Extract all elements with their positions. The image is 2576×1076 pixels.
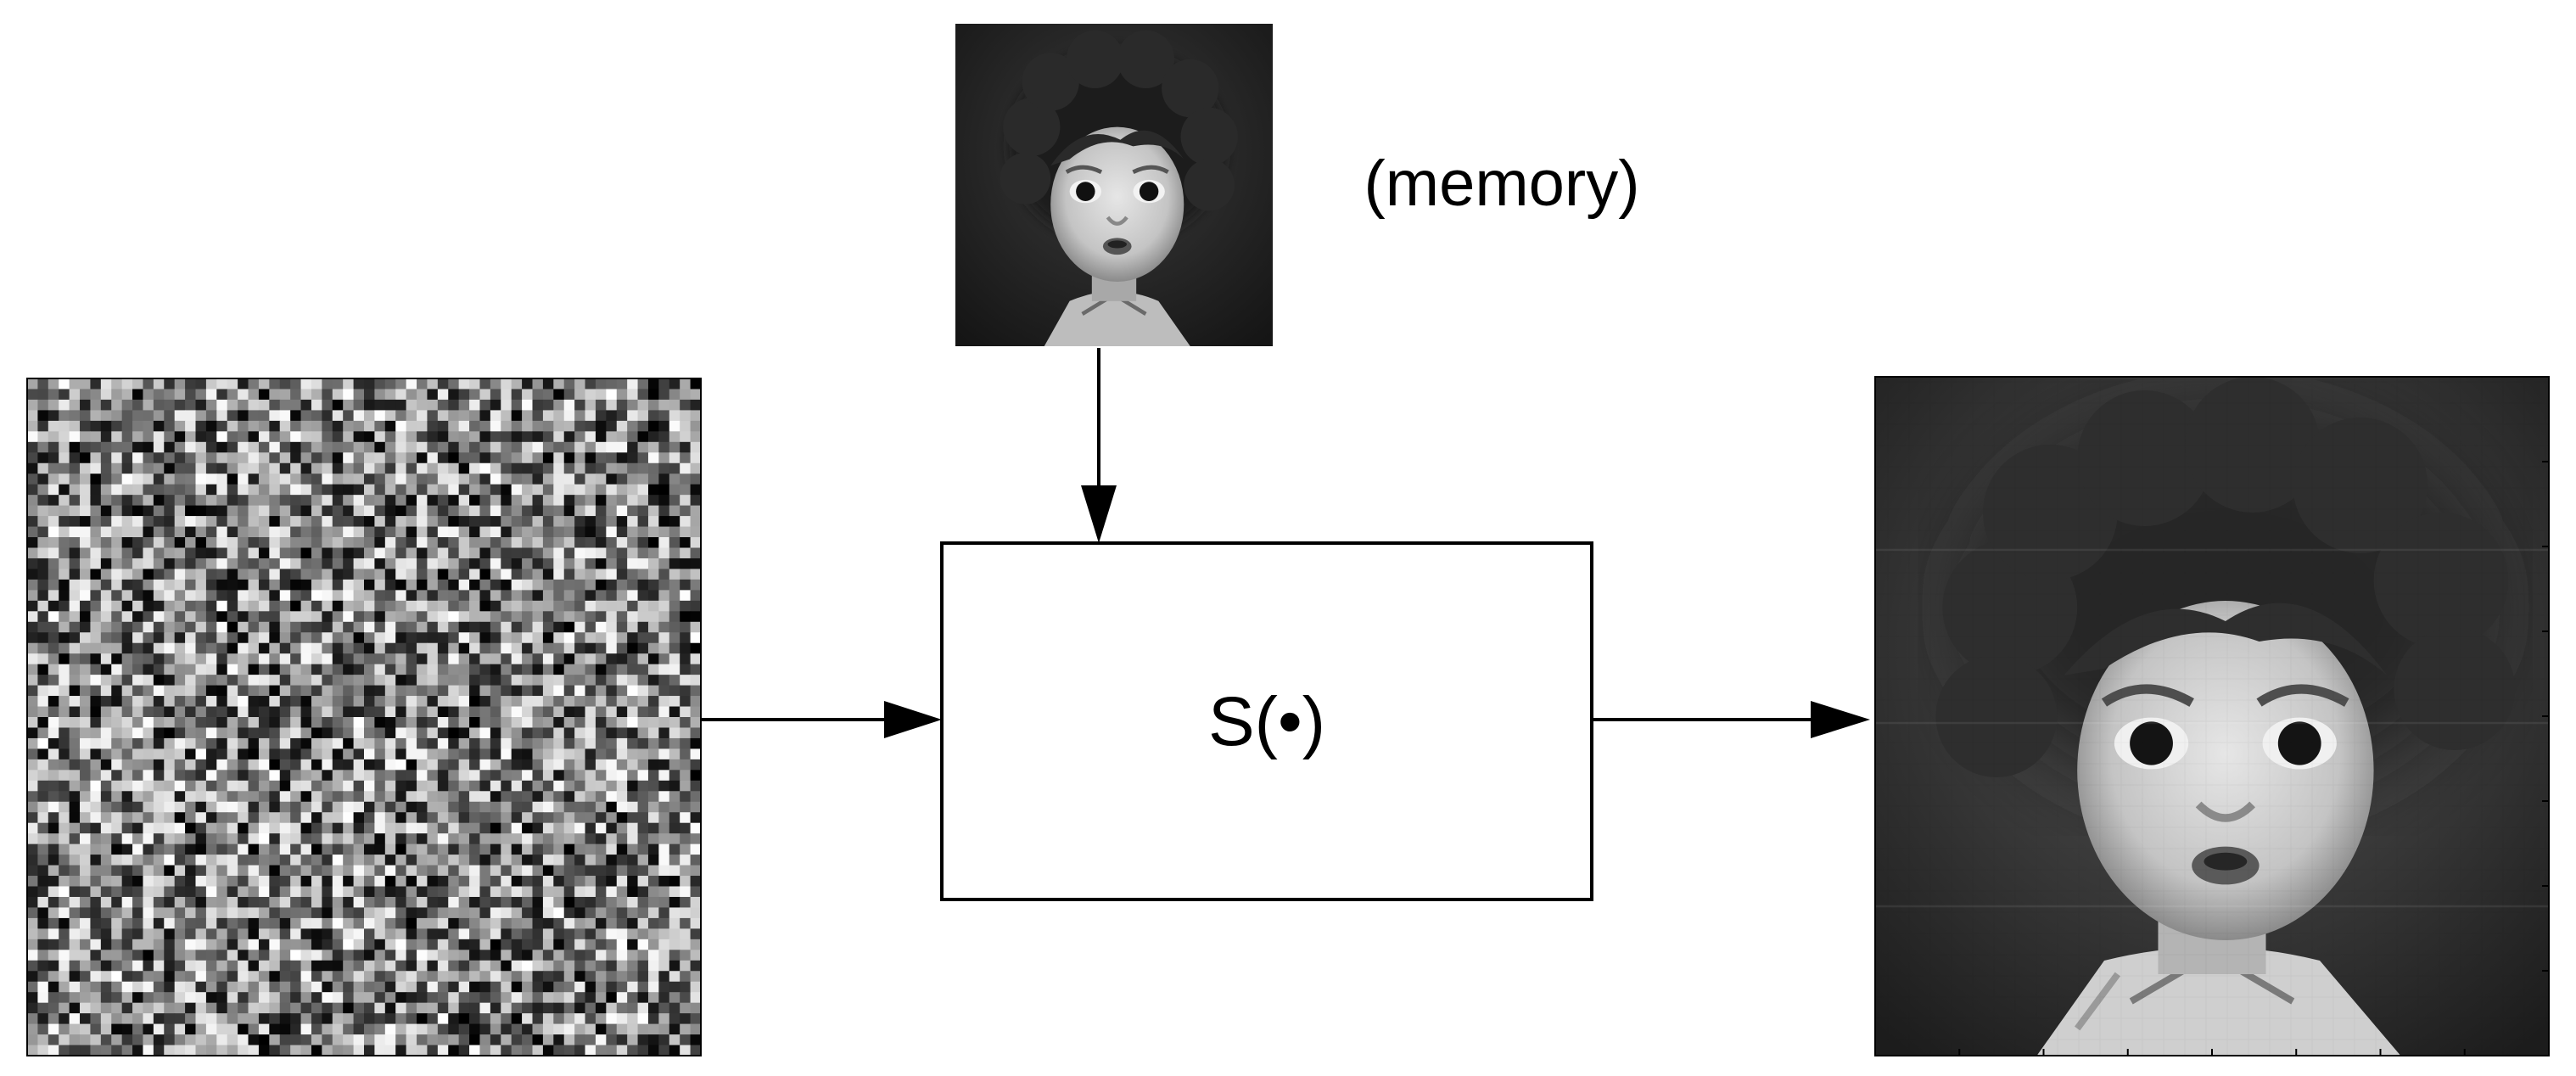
memory-label: (memory) [1364, 148, 1639, 220]
pixel-grid-overlay [1875, 377, 2549, 1056]
recalled-output-image [1874, 376, 2550, 1056]
noise-image-border [26, 378, 702, 1056]
noise-pixels [27, 378, 702, 1056]
noise-input-image [26, 378, 702, 1056]
input-arrow-head [884, 701, 942, 738]
memory-arrow-head [1081, 485, 1117, 543]
input-to-system-arrow [701, 701, 942, 738]
system-label: S(•) [1208, 683, 1325, 760]
system-to-output-arrow [1592, 701, 1870, 738]
memory-to-system-arrow [1081, 348, 1117, 543]
system-block: S(•) [940, 541, 1593, 901]
output-arrow-head [1811, 701, 1870, 738]
memory-image [955, 24, 1273, 346]
system-box [940, 541, 1593, 901]
output-image-ticks [1958, 461, 2549, 1056]
